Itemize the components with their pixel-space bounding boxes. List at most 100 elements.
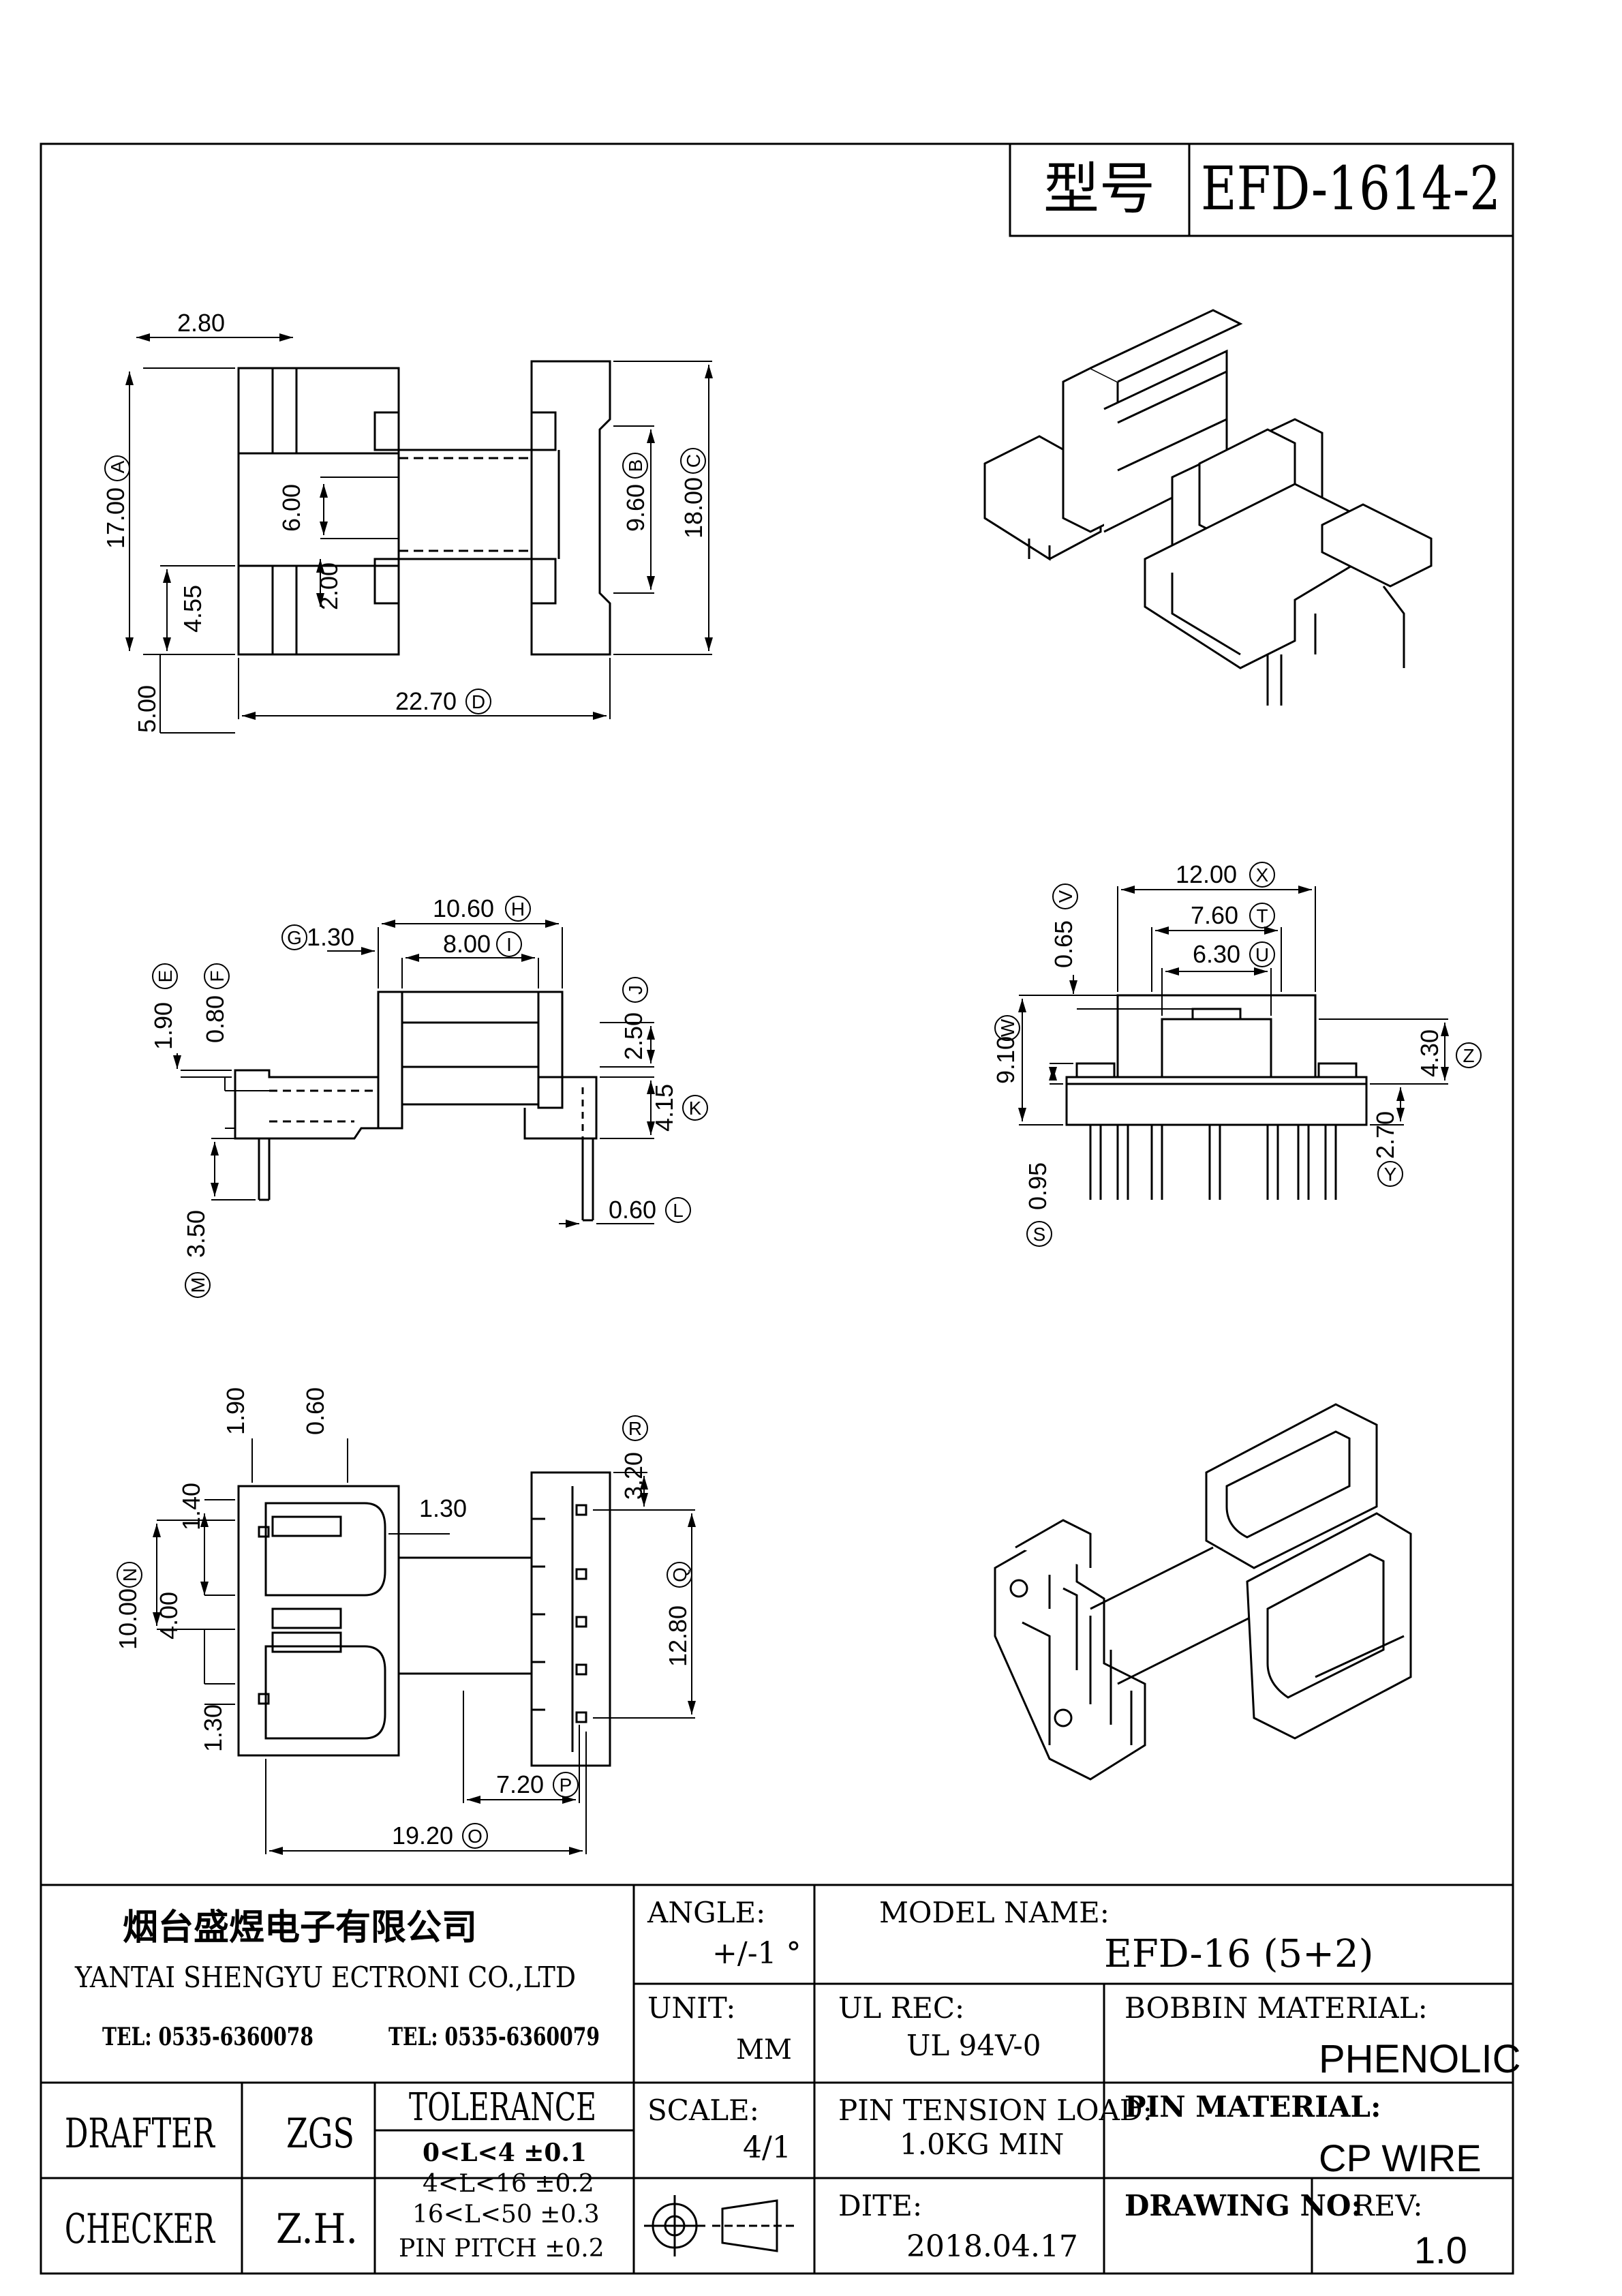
- footer-grid: [41, 1884, 1513, 2274]
- dim-f-circle: [204, 963, 230, 989]
- pin-tension-value: 1.0KG MIN: [900, 2128, 1064, 2161]
- dim-y-tag: Y: [1384, 1164, 1397, 1185]
- dim-g-value: 1.30: [307, 923, 354, 951]
- dim-j-circle: [622, 977, 648, 1003]
- dim-l-tag: L: [673, 1200, 684, 1221]
- drafter-label: DRAFTER: [65, 2110, 215, 2158]
- dim-z-value: 4.30: [1416, 1029, 1443, 1077]
- dim-b-circle: [622, 453, 648, 479]
- dim-u-value: 6.30: [1193, 940, 1240, 968]
- tolerance-row-4: PIN PITCH ±0.2: [399, 2235, 605, 2263]
- side-view: [234, 991, 598, 1222]
- tel-1: TEL: 0535-6360078: [102, 2023, 313, 2051]
- date-value: 2018.04.17: [906, 2229, 1078, 2264]
- dim-a-tag: A: [107, 460, 128, 473]
- model-label: 型号: [1043, 157, 1155, 222]
- dim-z-circle: [1456, 1042, 1482, 1068]
- ul-value: UL 94V-0: [906, 2029, 1041, 2062]
- dim-f-value: 0.80: [201, 995, 229, 1043]
- tel-2: TEL: 0535-6360079: [388, 2023, 600, 2051]
- dim-z-tag: Z: [1463, 1045, 1474, 1066]
- dim-g-tag: G: [287, 927, 302, 948]
- dim-c-circle: [680, 448, 706, 474]
- dim-4-55: 4.55: [179, 585, 206, 633]
- dim-d-circle: [465, 689, 491, 714]
- drafter-value: ZGS: [286, 2110, 354, 2158]
- dim-n-tag: N: [119, 1568, 140, 1582]
- dim-w-circle: [994, 1015, 1020, 1041]
- dim-r-tag: R: [628, 1418, 642, 1439]
- dim-s-tag: S: [1033, 1224, 1046, 1245]
- company-name-cn: 烟台盛煜电子有限公司: [123, 1907, 477, 1948]
- dim-6-00: 6.00: [277, 484, 305, 532]
- dim-c-tag: C: [683, 454, 704, 468]
- checker-label: CHECKER: [65, 2205, 215, 2253]
- bottom-view: [237, 1471, 611, 1767]
- dim-p-value: 7.20: [496, 1770, 544, 1798]
- scale-value: 4/1: [743, 2130, 791, 2165]
- dim-r-value: 3.20: [619, 1452, 647, 1500]
- top-right-flange: [530, 360, 611, 656]
- side-view-dimensions: [173, 920, 655, 1228]
- model-name-label: MODEL NAME:: [879, 1896, 1110, 1929]
- dim-e-tag: E: [155, 970, 176, 983]
- scale-label: SCALE:: [647, 2094, 759, 2127]
- dim-b-value: 9.60: [622, 484, 649, 532]
- top-view: [237, 360, 611, 656]
- dim-e-circle: [152, 963, 178, 989]
- dim-m-circle: [185, 1272, 211, 1298]
- dim-q-tag: Q: [669, 1567, 690, 1582]
- company-name-en: YANTAI SHENGYU ECTRONI CO.,LTD: [74, 1961, 576, 1994]
- dim-s-circle: [1026, 1221, 1052, 1247]
- dim-i-circle: [496, 931, 522, 957]
- dim-h-value: 10.60: [433, 894, 494, 922]
- dim-a-circle: [104, 455, 130, 481]
- model-title-block: 型号 EFD-1614-2: [1009, 142, 1514, 237]
- bobbin-material-label: BOBBIN MATERIAL:: [1124, 1991, 1428, 2025]
- dim-o-tag: O: [468, 1826, 483, 1847]
- dim-t-circle: [1249, 903, 1275, 928]
- dim-1-30-bottom: 1.30: [199, 1704, 227, 1752]
- top-view-dimensions: [125, 333, 713, 734]
- dim-f-tag: F: [206, 970, 228, 982]
- top-left-flange: [237, 367, 400, 656]
- checker-value: Z.H.: [276, 2205, 358, 2253]
- tolerance-row-1: 0<L<4 ±0.1: [423, 2139, 587, 2167]
- dim-k-tag: K: [689, 1098, 702, 1119]
- dim-k-circle: [682, 1095, 708, 1121]
- dim-1-40: 1.40: [177, 1483, 205, 1530]
- angle-label: ANGLE:: [647, 1896, 765, 1929]
- dim-q-circle: [667, 1562, 692, 1588]
- dim-i-tag: I: [506, 934, 512, 955]
- dim-w-tag: W: [997, 1018, 1018, 1037]
- rev-label: REV:: [1353, 2189, 1423, 2222]
- dim-u-tag: U: [1255, 944, 1269, 965]
- dim-j-tag: J: [625, 985, 646, 995]
- pin-tension-label: PIN TENSION LOAD:: [838, 2094, 1152, 2127]
- dim-c-value: 18.00: [679, 477, 707, 539]
- side-right-flange: [537, 991, 564, 1109]
- dim-p-tag: P: [560, 1774, 572, 1796]
- dim-i-value: 8.00: [443, 930, 491, 958]
- dim-k-value: 4.15: [650, 1084, 678, 1132]
- dim-y-circle: [1377, 1161, 1403, 1187]
- dim-r-circle: [622, 1415, 648, 1441]
- dim-e-value: 1.90: [149, 1002, 177, 1050]
- dim-l-circle: [665, 1197, 691, 1223]
- rev-value: 1.0: [1414, 2229, 1467, 2271]
- side-left-flange: [377, 991, 403, 1130]
- dim-p-circle: [553, 1772, 579, 1798]
- dim-x-tag: X: [1256, 864, 1269, 886]
- end-view: [1065, 994, 1368, 1200]
- footer-text: 烟台盛煜电子有限公司 YANTAI SHENGYU ECTRONI CO.,LT…: [65, 1896, 1521, 2271]
- third-angle-projection-symbol: [644, 2195, 797, 2256]
- tolerance-label: TOLERANCE: [409, 2085, 596, 2130]
- dim-n-circle: [117, 1562, 142, 1588]
- sheet-border: [40, 142, 1514, 2275]
- tolerance-row-3: 16<L<50 ±0.3: [412, 2201, 600, 2229]
- dim-d-value: 22.70: [395, 687, 457, 715]
- dim-4-00: 4.00: [155, 1592, 183, 1640]
- isometric-view-bottom: [994, 1403, 1412, 1781]
- dim-b-tag: B: [625, 459, 646, 472]
